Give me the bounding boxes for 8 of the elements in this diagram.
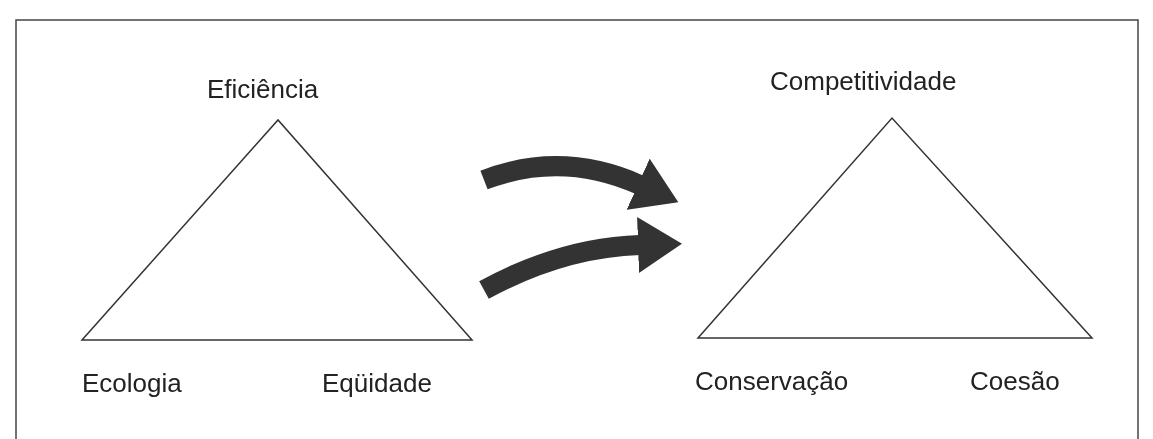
vertex-label: Conservação xyxy=(695,366,849,396)
vertex-label: Competitividade xyxy=(770,66,957,96)
vertex-label: Eqüidade xyxy=(322,368,432,398)
vertex-label: Eficiência xyxy=(207,74,319,104)
vertex-label: Ecologia xyxy=(82,368,182,398)
vertex-label: Coesão xyxy=(970,366,1060,396)
curved-arrow xyxy=(480,156,679,211)
curved-arrow xyxy=(479,217,682,299)
